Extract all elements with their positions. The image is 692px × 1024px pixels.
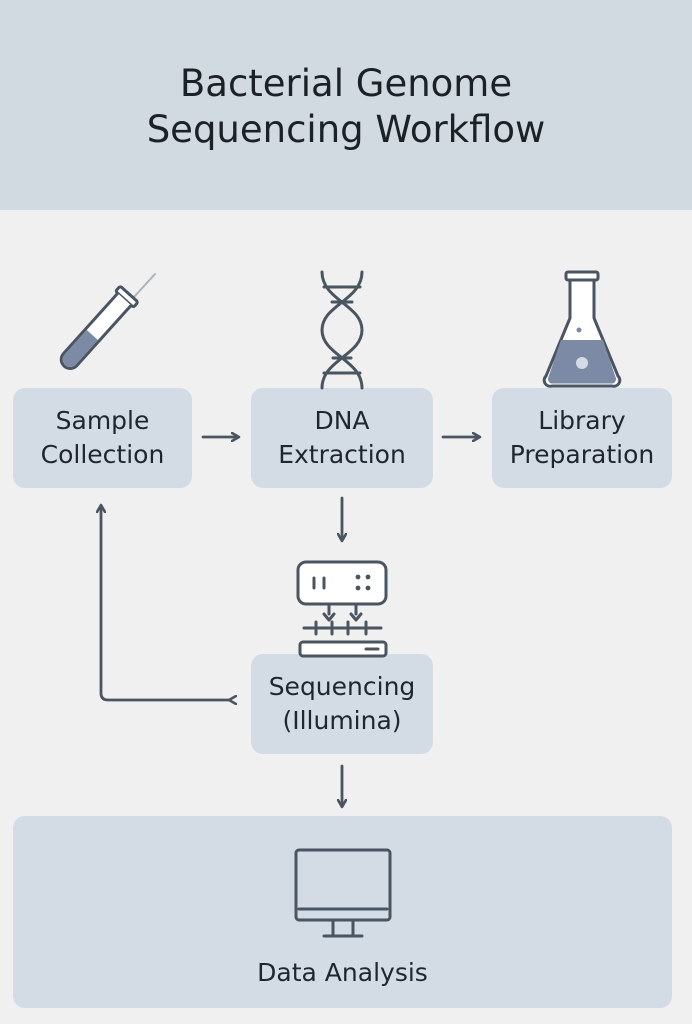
dna-helix-icon [320,270,364,390]
title-line-2: Sequencing Workflow [146,108,546,151]
node-label-line: Sequencing [268,672,416,701]
node-label-line: (Illumina) [282,706,402,735]
node-library-preparation: Library Preparation [492,388,672,488]
arrow-sample-sequencing-loop [101,506,230,700]
node-dna-extraction: DNA Extraction [251,388,433,488]
node-sequencing: Sequencing (Illumina) [251,654,433,754]
node-label: Data Analysis [257,958,428,987]
node-label-line: Sample [55,406,150,435]
node-sample-collection: Sample Collection [13,388,192,488]
node-label-line: DNA [314,406,370,435]
flask-icon [542,270,622,388]
test-tube-icon [59,273,156,370]
node-label-line: Preparation [509,440,655,469]
title-line-1: Bacterial Genome [179,62,513,105]
node-data-analysis: Data Analysis [13,816,672,1008]
node-label-line: Library [538,406,626,435]
node-label-line: Collection [40,440,165,469]
node-label-line: Extraction [278,440,406,469]
diagram-title: Bacterial Genome Sequencing Workflow [147,61,546,153]
title-banner: Bacterial Genome Sequencing Workflow [0,0,692,210]
sequencer-icon [296,560,388,658]
